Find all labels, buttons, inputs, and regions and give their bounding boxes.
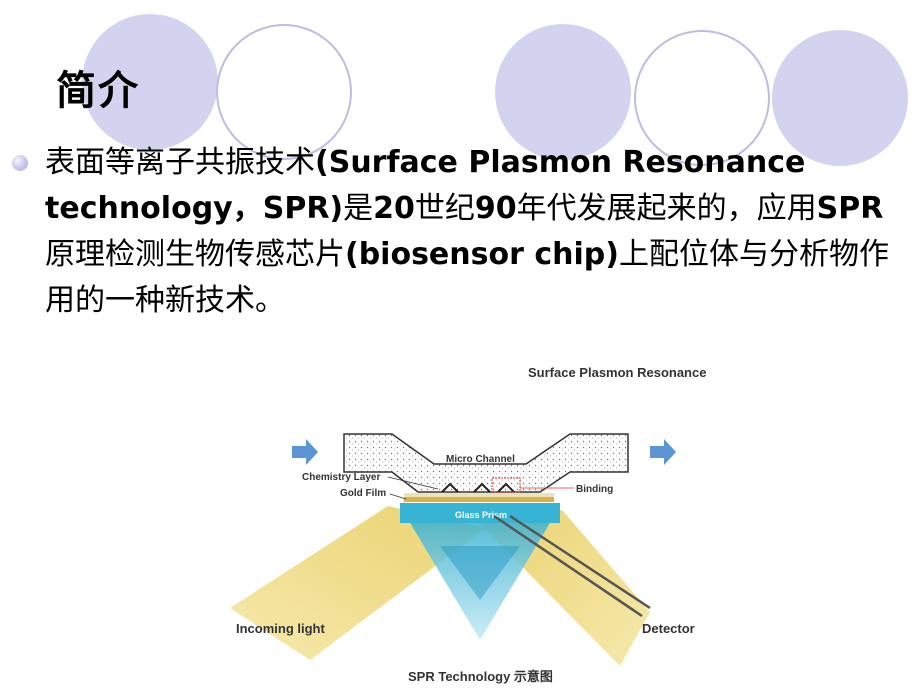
deco-circle-3: [495, 24, 631, 160]
para-text-2: 是: [343, 191, 374, 226]
receptor-1: [441, 482, 459, 493]
detector-label: Detector: [642, 621, 695, 636]
flow-in-arrow-icon: [292, 439, 318, 465]
incoming-light-label: Incoming light: [236, 621, 325, 636]
micro-channel-label: Micro Channel: [446, 454, 515, 465]
glass-prism-label: Glass Prism: [455, 510, 507, 520]
spr-diagram: Surface Plasmon Resonance Glass Prism Mi…: [230, 365, 706, 684]
intro-paragraph: 表面等离子共振技术(Surface Plasmon Resonance tech…: [45, 140, 895, 324]
diagram-caption: SPR Technology 示意图: [408, 669, 553, 684]
para-bold-5: (biosensor chip): [345, 237, 619, 272]
chemistry-layer-label: Chemistry Layer: [302, 472, 380, 483]
receptor-2: [473, 482, 491, 493]
gold-film: [404, 497, 554, 502]
slide-title: 简介: [56, 68, 140, 114]
receptor-3: [497, 482, 515, 493]
para-text-5: 原理检测生物传感芯片: [45, 237, 345, 272]
chemistry-layer: [404, 493, 554, 497]
para-bold-1: (Surface Plasmon Resonance technology，SP…: [45, 145, 806, 226]
para-bold-4: SPR: [816, 191, 884, 226]
gold-film-label: Gold Film: [340, 488, 386, 499]
chemistry-layer-leader: [387, 476, 439, 490]
deco-circle-2: [216, 24, 352, 160]
para-text-4: 年代发展起来的，应用: [516, 191, 817, 226]
detector-line-1: [493, 514, 643, 618]
para-text-3: 世纪: [414, 191, 475, 226]
para-text-1: 表面等离子共振技术: [45, 145, 315, 180]
deco-circle-4: [634, 30, 770, 166]
diagram-heading: Surface Plasmon Resonance: [528, 365, 706, 380]
deco-circle-1: [82, 14, 218, 150]
glass-prism: [400, 506, 560, 640]
deco-circle-5: [772, 30, 908, 166]
flow-out-arrow-icon: [650, 439, 676, 465]
gold-film-leader: [389, 493, 407, 500]
para-bold-2: 20: [373, 191, 415, 226]
bullet-icon: [12, 155, 28, 171]
incoming-light-beam: [230, 506, 486, 660]
micro-channel: [343, 433, 629, 493]
glass-prism-top: [400, 503, 560, 523]
para-text-6: 上配位体与分析物作用的一种新技术。: [45, 237, 889, 318]
binding-box: [491, 477, 521, 493]
detector-line-2: [509, 514, 651, 610]
binding-label: Binding: [576, 484, 613, 495]
prism-shade: [440, 546, 520, 600]
para-bold-3: 90: [474, 191, 517, 226]
